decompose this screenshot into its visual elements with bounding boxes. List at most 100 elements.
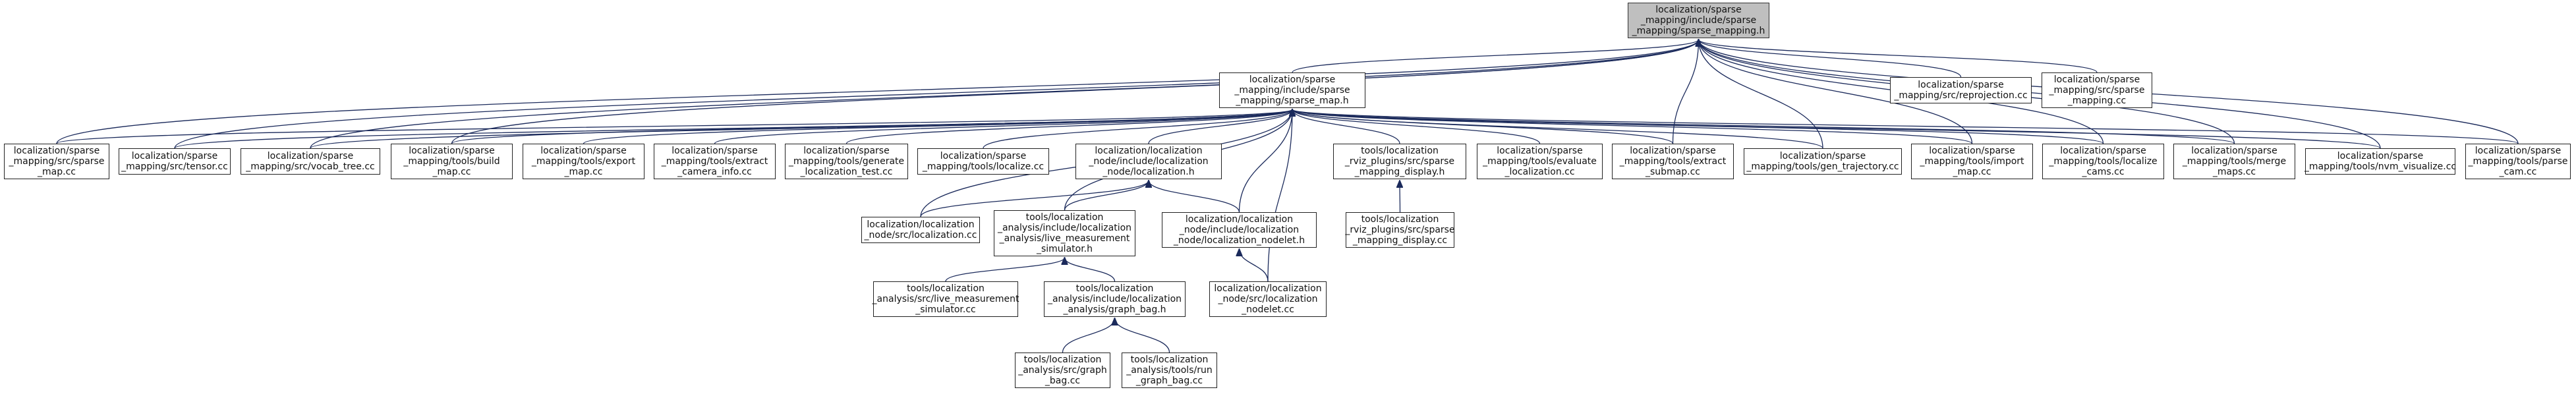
graph-node[interactable]: localization/sparse_mapping/tools/import… — [1911, 144, 2033, 179]
graph-node[interactable]: localization/sparse_mapping/tools/genera… — [785, 144, 908, 179]
graph-node[interactable]: localization/sparse_mapping/src/sparse_m… — [2042, 72, 2152, 108]
graph-node[interactable]: localization/sparse_mapping/tools/evalua… — [1477, 144, 1603, 179]
node-label-line: _rviz_plugins/src/sparse — [1344, 156, 1455, 167]
graph-node[interactable]: tools/localization_analysis/include/loca… — [994, 210, 1135, 256]
graph-node[interactable]: localization/sparse_mapping/src/tensor.c… — [119, 148, 231, 175]
graph-node[interactable]: localization/sparse_mapping/src/reprojec… — [1890, 77, 2032, 103]
node-label-line: _graph_bag.cc — [1135, 376, 1203, 386]
node-label-line: tools/localization — [1075, 283, 1154, 294]
node-label-line: _mapping/src/sparse — [2049, 85, 2145, 96]
graph-node[interactable]: tools/localization_rviz_plugins/src/spar… — [1333, 144, 1466, 179]
dependency-edge — [920, 181, 1149, 217]
graph-node[interactable]: localization/localization_node/include/l… — [1162, 212, 1317, 248]
node-label-line: localization/localization — [1095, 146, 1203, 156]
dependency-edge — [1292, 109, 1541, 144]
graph-node[interactable]: localization/sparse_mapping/tools/extrac… — [654, 144, 776, 179]
graph-node[interactable]: localization/localization_node/include/l… — [1075, 144, 1222, 179]
dependency-edge — [1062, 318, 1115, 353]
node-label-line: localization/sparse — [1249, 74, 1336, 85]
graph-node[interactable]: localization/sparse_mapping/include/spar… — [1219, 72, 1365, 108]
node-label-line: _mapping/tools/evaluate — [1483, 156, 1597, 167]
node-label-line: _bag.cc — [1045, 376, 1081, 386]
dependency-edge — [1292, 109, 2104, 144]
node-label-line: tools/localization — [1361, 146, 1439, 156]
dependency-edge — [1292, 109, 1973, 144]
graph-node[interactable]: localization/sparse_mapping/tools/locali… — [2042, 144, 2164, 179]
dependency-edge — [1292, 40, 1699, 73]
node-label-line: localization/sparse — [2191, 146, 2277, 156]
node-label-line: _mapping/include/sparse — [1234, 85, 1350, 96]
node-label-line: _nodelet.cc — [1242, 304, 1294, 315]
dependency-edge — [1292, 109, 2519, 144]
dependency-edge — [1699, 40, 1973, 144]
node-label-line: _mapping/tools/localize — [2049, 156, 2158, 167]
graph-node[interactable]: localization/sparse_mapping/tools/gen_tr… — [1744, 148, 1902, 175]
graph-node[interactable]: localization/sparse_mapping/tools/extrac… — [1612, 144, 1734, 179]
node-label-line: localization/sparse — [1918, 80, 2004, 90]
node-label-line: _rviz_plugins/src/sparse — [1345, 225, 1455, 235]
node-label-line: localization/sparse — [2053, 74, 2140, 85]
graph-node[interactable]: localization/sparse_mapping/tools/merge_… — [2173, 144, 2295, 179]
node-label-line: _simulator.h — [1036, 244, 1093, 254]
graph-node[interactable]: localization/sparse_mapping/src/sparse_m… — [4, 144, 109, 179]
node-label-line: localization/sparse — [2060, 146, 2146, 156]
node-label-line: localization/sparse — [803, 146, 890, 156]
node-label-line: localization/sparse — [2337, 151, 2424, 161]
node-label-line: _simulator.cc — [915, 304, 976, 315]
node-label-line: localization/sparse — [2475, 146, 2562, 156]
graph-node[interactable]: localization/sparse_mapping/tools/export… — [523, 144, 644, 179]
dependency-edge — [451, 109, 1293, 144]
node-label-line: _mapping/sparse_mapping.h — [1632, 26, 1765, 36]
node-label-line: localization/sparse — [672, 146, 758, 156]
node-label-line: tools/localization — [1130, 354, 1209, 365]
node-label-line: _cams.cc — [2082, 167, 2125, 177]
dependency-edge — [945, 258, 1065, 282]
node-label-line: localization/sparse — [1655, 5, 1742, 15]
graph-node[interactable]: tools/localization_analysis/tools/run_gr… — [1122, 353, 1217, 388]
dependency-edge — [1699, 40, 1962, 78]
graph-node[interactable]: tools/localization_analysis/include/loca… — [1044, 281, 1186, 317]
root-header-node: localization/sparse_mapping/include/spar… — [1628, 3, 1769, 38]
graph-node[interactable]: tools/localization_rviz_plugins/src/spar… — [1345, 212, 1455, 248]
dependency-edge — [1238, 109, 1293, 213]
node-label-line: _mapping/tools/export — [531, 156, 636, 167]
node-label-line: localization/sparse — [409, 146, 495, 156]
node-label-line: localization/sparse — [1497, 146, 1583, 156]
node-label-line: _maps.cc — [2212, 167, 2256, 177]
node-label-line: _analysis/graph_bag.h — [1063, 304, 1166, 315]
node-label-line: _localization_test.cc — [800, 167, 893, 177]
node-label-line: _mapping/tools/import — [1920, 156, 2024, 167]
graph-node[interactable]: localization/sparse_mapping/tools/parse_… — [2465, 144, 2571, 179]
node-label-line: _map.cc — [38, 167, 76, 177]
dependency-edge — [56, 40, 1699, 144]
node-label-line: _analysis/src/live_measurement — [872, 294, 1019, 304]
node-label-line: localization/localization — [867, 219, 975, 230]
graph-node[interactable]: tools/localization_analysis/src/live_mea… — [872, 281, 1019, 317]
graph-node[interactable]: localization/localization_node/src/local… — [1209, 281, 1327, 317]
dependency-edge — [1292, 109, 1823, 149]
node-label-line: _analysis/tools/run — [1126, 365, 1213, 376]
dependency-edge — [56, 109, 1292, 144]
graph-node[interactable]: tools/localization_analysis/src/graph_ba… — [1015, 353, 1110, 388]
node-label-line: _mapping.cc — [2067, 96, 2127, 106]
node-label-line: _cam.cc — [2499, 167, 2537, 177]
node-label-line: localization/sparse — [540, 146, 627, 156]
node-label-line: _mapping/tools/extract — [1619, 156, 1727, 167]
graph-node[interactable]: localization/sparse_mapping/src/vocab_tr… — [241, 148, 380, 175]
dependency-edge — [1148, 109, 1292, 144]
node-label-line: tools/localization — [1023, 354, 1102, 365]
node-label-line: _localization.cc — [1504, 167, 1575, 177]
node-label-line: _mapping/tools/merge — [2182, 156, 2287, 167]
node-label-line: localization/sparse — [1779, 151, 1866, 161]
dependency-edge — [1292, 109, 1400, 144]
node-label-line: _mapping/tools/build — [403, 156, 500, 167]
node-label-line: _node/localization_nodelet.h — [1173, 235, 1305, 246]
graph-node[interactable]: localization/sparse_mapping/tools/build_… — [391, 144, 513, 179]
node-label-line: _analysis/src/graph — [1018, 365, 1107, 376]
graph-node[interactable]: localization/localization_node/src/local… — [861, 217, 980, 243]
graph-node[interactable]: localization/sparse_mapping/tools/nvm_vi… — [2304, 148, 2456, 175]
graph-node[interactable]: localization/sparse_mapping/tools/locali… — [917, 148, 1049, 175]
node-label-line: _mapping_display.h — [1354, 167, 1445, 177]
node-label-line: _mapping_display.cc — [1352, 235, 1448, 246]
